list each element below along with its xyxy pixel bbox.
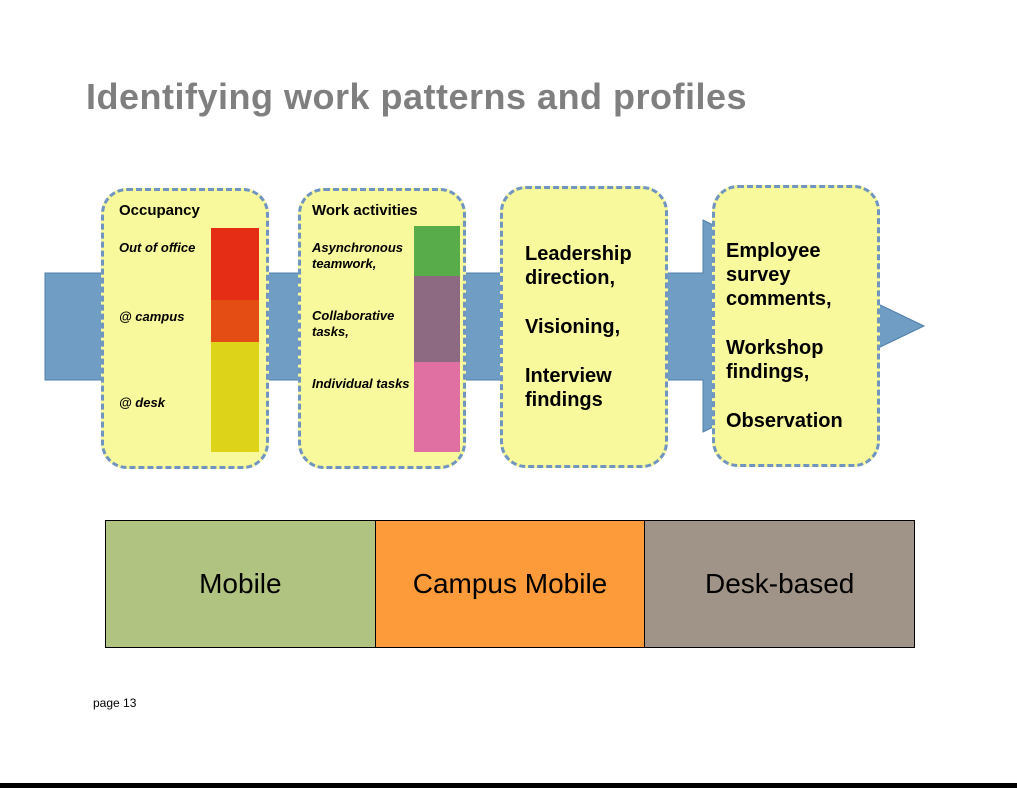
work-activities-card: Work activities Asynchronous teamwork, C…	[298, 188, 466, 469]
occupancy-heading: Occupancy	[119, 202, 200, 219]
activity-bar-individual	[414, 362, 460, 452]
occupancy-card: Occupancy Out of office @ campus @ desk	[101, 188, 269, 469]
occupancy-bar-out-of-office	[211, 228, 259, 300]
slide-title: Identifying work patterns and profiles	[86, 76, 748, 117]
activity-label-individual: Individual tasks	[312, 376, 410, 391]
leadership-text: Leadership direction, Visioning, Intervi…	[525, 242, 665, 412]
work-activities-heading: Work activities	[312, 202, 418, 219]
occupancy-label-desk: @ desk	[119, 395, 165, 410]
profile-campus-mobile: Campus Mobile	[374, 521, 645, 647]
profile-mobile: Mobile	[106, 521, 375, 647]
interview-line: Interview findings	[525, 365, 612, 411]
occupancy-bar-desk	[211, 342, 259, 452]
occupancy-label-campus: @ campus	[119, 309, 185, 324]
leadership-line: Leadership direction,	[525, 243, 632, 289]
page-number: page 13	[93, 696, 137, 710]
employee-survey-line: Employee survey comments,	[726, 240, 832, 310]
visioning-line: Visioning,	[525, 316, 621, 338]
activity-bar-asynchronous	[414, 226, 460, 276]
observation-line: Observation	[726, 410, 843, 432]
workshop-line: Workshop findings,	[726, 337, 824, 383]
work-profiles-bar: Mobile Campus Mobile Desk-based	[105, 520, 915, 648]
occupancy-bar-campus	[211, 300, 259, 342]
activity-label-collaborative: Collaborative tasks,	[312, 308, 395, 339]
employee-text: Employee survey comments, Workshop findi…	[726, 239, 876, 433]
leadership-card: Leadership direction, Visioning, Intervi…	[500, 186, 668, 468]
profile-desk-based: Desk-based	[644, 521, 915, 647]
bottom-bar	[0, 783, 1017, 788]
activity-bar-collaborative	[414, 276, 460, 362]
activity-label-asynchronous: Asynchronous teamwork,	[312, 240, 404, 271]
occupancy-label-out-of-office: Out of office	[119, 240, 196, 255]
employee-card: Employee survey comments, Workshop findi…	[712, 185, 880, 467]
